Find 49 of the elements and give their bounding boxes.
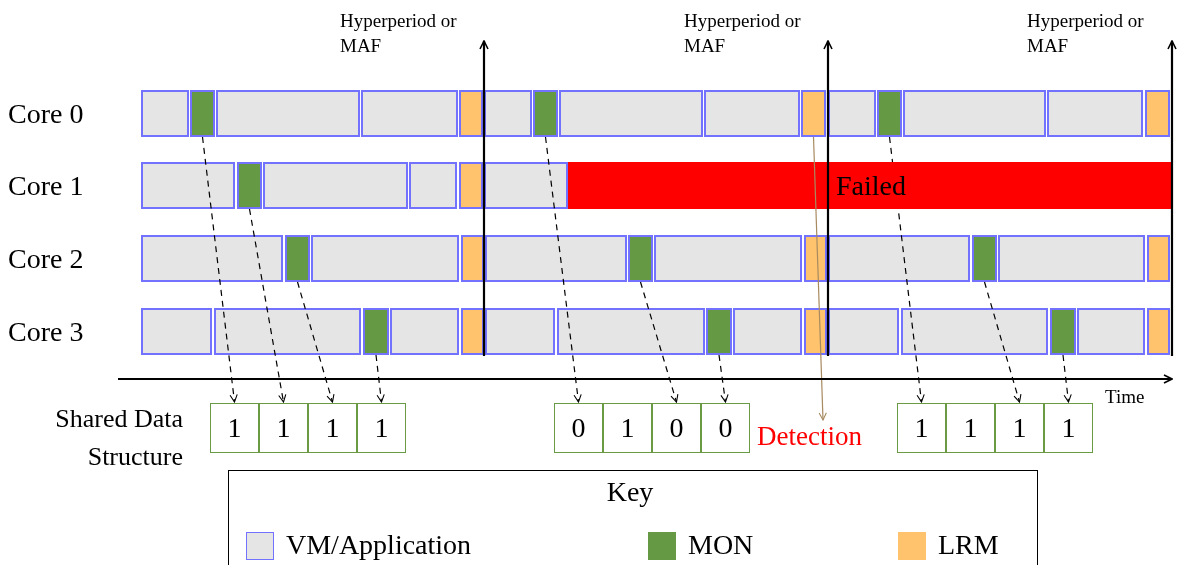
detection-label: Detection <box>757 421 862 455</box>
row-label: Shared Data Structure <box>54 403 183 473</box>
dashed-arrow <box>983 281 1022 403</box>
data-cell: 0 <box>652 403 701 453</box>
dashed-arrow <box>375 354 385 403</box>
data-cell: 1 <box>995 403 1044 453</box>
mon-block <box>363 308 389 355</box>
row-label: Core 0 <box>8 98 84 130</box>
mon-block <box>237 162 262 209</box>
mon-block <box>1050 308 1076 355</box>
axis-label: Time <box>1105 386 1145 408</box>
data-cell: 1 <box>210 403 259 453</box>
mon-block <box>877 90 902 137</box>
data-cell: 1 <box>308 403 357 453</box>
data-cell: 1 <box>897 403 946 453</box>
status-label: Failed <box>836 170 906 202</box>
data-cell: 1 <box>603 403 652 453</box>
data-cell: 0 <box>554 403 603 453</box>
axis-label: Hyperperiod or MAF <box>1027 9 1145 58</box>
dashed-arrow <box>888 136 925 403</box>
row-label: Core 2 <box>8 243 84 275</box>
mon-block <box>533 90 558 137</box>
dashed-arrow <box>718 354 729 403</box>
dashed-arrow <box>639 281 679 403</box>
axis-label: Hyperperiod or MAF <box>684 9 802 58</box>
legend-title: Key <box>605 476 655 508</box>
row-label: Core 1 <box>8 170 84 202</box>
legend-label: LRM <box>938 528 999 562</box>
mon-block <box>706 308 732 355</box>
arrow <box>812 136 827 421</box>
dashed-arrow <box>1062 354 1072 403</box>
data-cell: 1 <box>259 403 308 453</box>
mon-block <box>972 235 997 282</box>
dashed-arrow <box>248 208 287 403</box>
mon-block <box>285 235 310 282</box>
dashed-arrow <box>296 281 335 403</box>
data-cell: 1 <box>357 403 406 453</box>
lrm-block <box>801 90 826 137</box>
legend-label: VM/Application <box>286 528 472 562</box>
mon-block <box>190 90 215 137</box>
data-cell: 0 <box>701 403 750 453</box>
dashed-arrow <box>201 136 238 403</box>
axis-label: Hyperperiod or MAF <box>340 9 458 58</box>
row-label: Core 3 <box>8 316 84 348</box>
data-cell: 1 <box>946 403 995 453</box>
legend-label: MON <box>688 528 754 562</box>
mon-block <box>628 235 653 282</box>
data-cell: 1 <box>1044 403 1093 453</box>
dashed-arrow <box>544 136 582 403</box>
